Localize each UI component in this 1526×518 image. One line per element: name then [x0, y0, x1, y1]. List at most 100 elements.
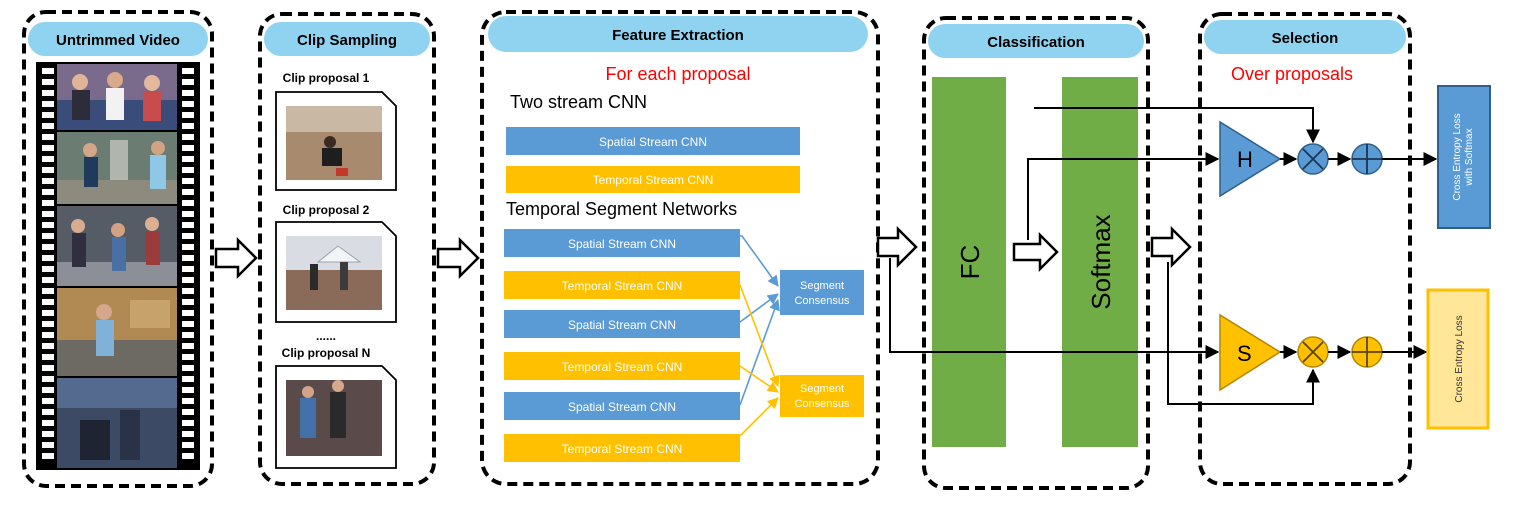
sprocket-hole — [42, 431, 54, 437]
film-strip — [36, 62, 200, 470]
sprocket-hole — [42, 299, 54, 305]
svg-text:H: H — [1237, 147, 1253, 172]
sprocket-hole — [42, 343, 54, 349]
sprocket-hole — [42, 101, 54, 107]
video-frame-2 — [57, 132, 177, 204]
signal-lines — [889, 107, 1438, 405]
svg-text:FC: FC — [955, 245, 985, 280]
sprocket-hole — [42, 376, 54, 382]
sprocket-hole — [182, 431, 194, 437]
sprocket-hole — [182, 244, 194, 250]
s-selector: S — [1219, 313, 1282, 392]
sprocket-hole — [42, 244, 54, 250]
video-frame-5 — [57, 378, 177, 468]
sprocket-hole — [182, 365, 194, 371]
clip-thumbnail-n — [275, 365, 397, 469]
stage-feature-extraction: Feature Extraction For each proposal Two… — [480, 10, 880, 486]
sprocket-hole — [42, 79, 54, 85]
sprocket-hole — [42, 266, 54, 272]
svg-text:Spatial Stream CNN: Spatial Stream CNN — [568, 318, 676, 332]
sprocket-hole — [182, 90, 194, 96]
fc-layer: FC — [932, 77, 1006, 447]
tsn-box-spatial-1: Spatial Stream CNN — [504, 229, 740, 257]
sprocket-hole — [182, 200, 194, 206]
sprocket-hole — [42, 321, 54, 327]
svg-text:Temporal Stream CNN: Temporal Stream CNN — [562, 360, 683, 374]
section-heading: Two stream CNN — [510, 92, 647, 112]
sprocket-hole — [182, 398, 194, 404]
sprocket-hole — [182, 255, 194, 261]
sprocket-hole — [182, 167, 194, 173]
flow-arrow-3 — [876, 225, 918, 269]
sprocket-hole — [182, 266, 194, 272]
sprocket-hole — [42, 288, 54, 294]
sprocket-hole — [182, 277, 194, 283]
sprocket-hole — [182, 453, 194, 459]
sprocket-hole — [42, 167, 54, 173]
sprocket-hole — [42, 420, 54, 426]
stage-title-pill — [928, 24, 1144, 58]
sprocket-hole — [182, 156, 194, 162]
sprocket-hole — [42, 68, 54, 74]
video-frame-4 — [57, 288, 177, 376]
stage-title: Feature Extraction — [612, 27, 744, 44]
sprocket-hole — [42, 90, 54, 96]
sprocket-hole — [182, 299, 194, 305]
tsn-box-spatial-3: Spatial Stream CNN — [504, 392, 740, 420]
stage-title-pill — [488, 16, 868, 52]
ellipsis: ...... — [316, 329, 336, 343]
sprocket-hole — [182, 123, 194, 129]
svg-text:Temporal Stream CNN: Temporal Stream CNN — [562, 279, 683, 293]
sprocket-hole — [42, 277, 54, 283]
sprocket-hole — [42, 409, 54, 415]
sprocket-hole — [182, 310, 194, 316]
sprocket-hole — [42, 134, 54, 140]
sprocket-hole — [182, 387, 194, 393]
sprocket-hole — [42, 233, 54, 239]
flow-arrow-1 — [214, 236, 258, 280]
h-selector: H — [1219, 120, 1282, 198]
sprocket-hole — [42, 255, 54, 261]
sprocket-hole — [42, 310, 54, 316]
sprocket-hole — [182, 189, 194, 195]
clip-proposal-label: Clip proposal 2 — [283, 203, 370, 217]
flow-arrow-4 — [1150, 225, 1192, 269]
sprocket-hole — [182, 145, 194, 151]
flow-arrow-2 — [436, 236, 480, 280]
stage-frame — [922, 16, 1150, 490]
clip-proposal-label: Clip proposal N — [282, 346, 371, 360]
sprocket-hole — [42, 211, 54, 217]
tsn-box-temporal-3: Temporal Stream CNN — [504, 434, 740, 462]
sprocket-hole — [42, 222, 54, 228]
section-heading: Temporal Segment Networks — [506, 199, 737, 219]
sprocket-hole — [42, 200, 54, 206]
svg-text:Temporal Stream CNN: Temporal Stream CNN — [562, 442, 683, 456]
clip-thumbnail-2 — [275, 221, 397, 323]
sprocket-hole — [182, 376, 194, 382]
clip-proposal-label: Clip proposal 1 — [283, 71, 370, 85]
sprocket-hole — [42, 387, 54, 393]
tsn-box-spatial-2: Spatial Stream CNN — [504, 310, 740, 338]
add-node-top — [1351, 143, 1383, 175]
flow-arrow-fc-softmax — [1012, 231, 1059, 273]
softmax-layer: Softmax — [1062, 77, 1138, 447]
svg-text:Spatial Stream CNN: Spatial Stream CNN — [568, 400, 676, 414]
sprocket-hole — [42, 354, 54, 360]
svg-text:Spatial Stream CNN: Spatial Stream CNN — [599, 135, 707, 149]
sprocket-hole — [182, 101, 194, 107]
sprocket-hole — [42, 123, 54, 129]
svg-text:Softmax: Softmax — [1086, 214, 1116, 309]
tsn-box-temporal-1: Temporal Stream CNN — [504, 271, 740, 299]
sprocket-hole — [42, 156, 54, 162]
film-sprocket-holes — [182, 68, 194, 459]
two-stream-box-spatial: Spatial Stream CNN — [506, 127, 800, 155]
temporal-connectors — [739, 284, 780, 437]
sprocket-hole — [182, 233, 194, 239]
loss-box-top: Cross Entropy Losswith Softmax — [1437, 85, 1491, 229]
loss-box-top-label: Cross Entropy Losswith Softmax — [1452, 113, 1475, 200]
stage-title-pill — [1204, 20, 1406, 54]
stage-selection: Selection Over proposals H S — [1198, 12, 1412, 486]
sprocket-hole — [42, 398, 54, 404]
sprocket-hole — [182, 420, 194, 426]
